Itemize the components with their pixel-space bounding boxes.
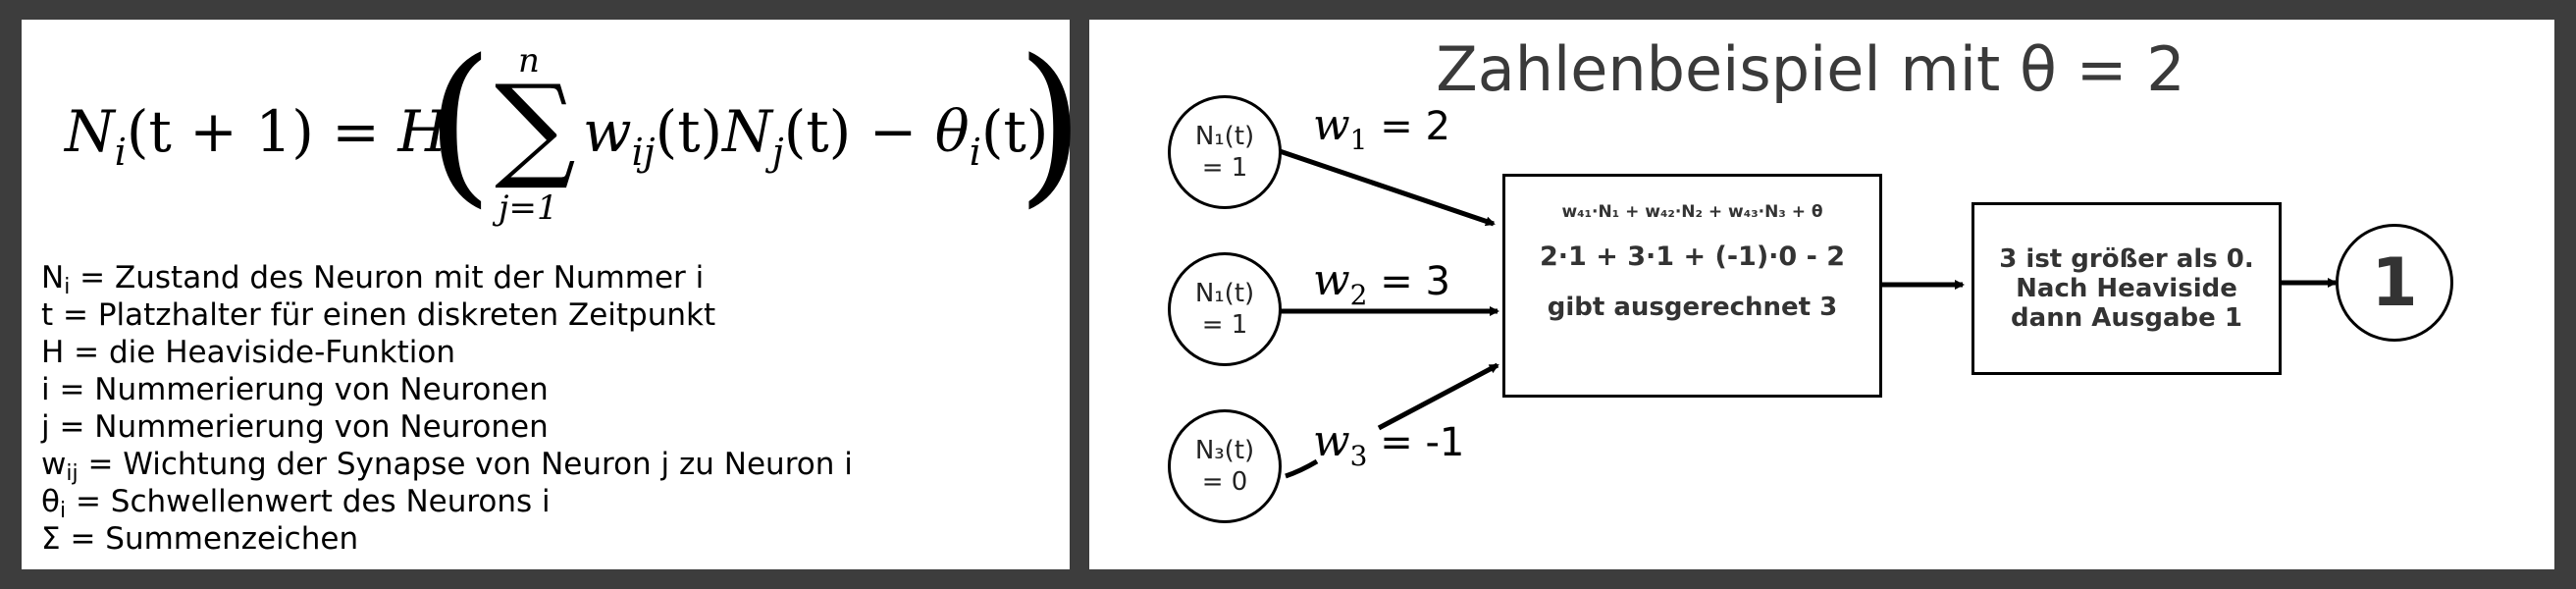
edge-input-3b	[1377, 362, 1499, 431]
legend-item: H = die Heaviside-Funktion	[41, 335, 456, 370]
sum-upper-limit: n	[518, 41, 540, 80]
symbol-legend: Ni = Zustand des Neuron mit der Nummer i…	[41, 259, 1062, 558]
input-neuron-3: N₃(t)= 0	[1168, 409, 1282, 523]
legend-item: Ni = Zustand des Neuron mit der Nummer i	[41, 260, 705, 299]
compare-line: 3 ist größer als 0.	[1999, 244, 2254, 274]
edge-input-1	[1279, 148, 1496, 227]
legend-item: θi = Schwellenwert des Neurons i	[41, 484, 551, 523]
example-panel: Zahlenbeispiel mit θ = 2 N₁(t)= 1 N₁(t)=…	[1089, 20, 2554, 569]
edge-input-3	[1285, 458, 1319, 479]
weight-label-2: w2 = 3	[1313, 255, 1450, 311]
legend-item: i = Nummerierung von Neuronen	[41, 372, 549, 407]
weight-label-1: w1 = 2	[1313, 100, 1450, 156]
legend-item: j = Nummerierung von Neuronen	[41, 409, 549, 445]
input-neuron-2: N₁(t)= 1	[1168, 252, 1282, 366]
legend-item: t = Platzhalter für einen diskreten Zeit…	[41, 297, 716, 333]
left-paren: (	[426, 23, 494, 224]
output-neuron: 1	[2336, 224, 2453, 342]
formula-lhs: Ni(t + 1) = H	[65, 98, 447, 174]
diagram-title: Zahlenbeispiel mit θ = 2	[1436, 33, 2185, 105]
calc-result: gibt ausgerechnet 3	[1547, 293, 1838, 322]
weighted-sum-box: w₄₁·N₁ + w₄₂·N₂ + w₄₃·N₃ + θ 2·1 + 3·1 +…	[1502, 174, 1882, 398]
legend-item: wij = Wichtung der Synapse von Neuron j …	[41, 447, 853, 486]
input-neuron-1: N₁(t)= 1	[1168, 95, 1282, 209]
legend-item: Σ = Summenzeichen	[41, 521, 359, 557]
calc-expression: 2·1 + 3·1 + (-1)·0 - 2	[1539, 241, 1845, 272]
calc-header: w₄₁·N₁ + w₄₂·N₂ + w₄₃·N₃ + θ	[1561, 202, 1823, 222]
sum-sign: ∑	[495, 61, 576, 193]
connection-arrows	[1279, 148, 2338, 479]
weight-label-3: w3 = -1	[1313, 416, 1465, 472]
right-paren: )	[1017, 23, 1084, 224]
neuron-update-formula: Ni(t + 1) = H ( n ∑ j=1 wij(t)Nj(t) − θi…	[45, 37, 1084, 229]
formula-panel: Ni(t + 1) = H ( n ∑ j=1 wij(t)Nj(t) − θi…	[22, 20, 1084, 569]
compare-line: Nach Heaviside	[2016, 274, 2237, 303]
heaviside-box: 3 ist größer als 0. Nach Heaviside dann …	[1971, 202, 2282, 375]
compare-line: dann Ausgabe 1	[2011, 303, 2242, 333]
sum-lower-limit: j=1	[499, 188, 558, 228]
formula-summand: wij(t)Nj(t) − θi(t)	[583, 98, 1049, 174]
